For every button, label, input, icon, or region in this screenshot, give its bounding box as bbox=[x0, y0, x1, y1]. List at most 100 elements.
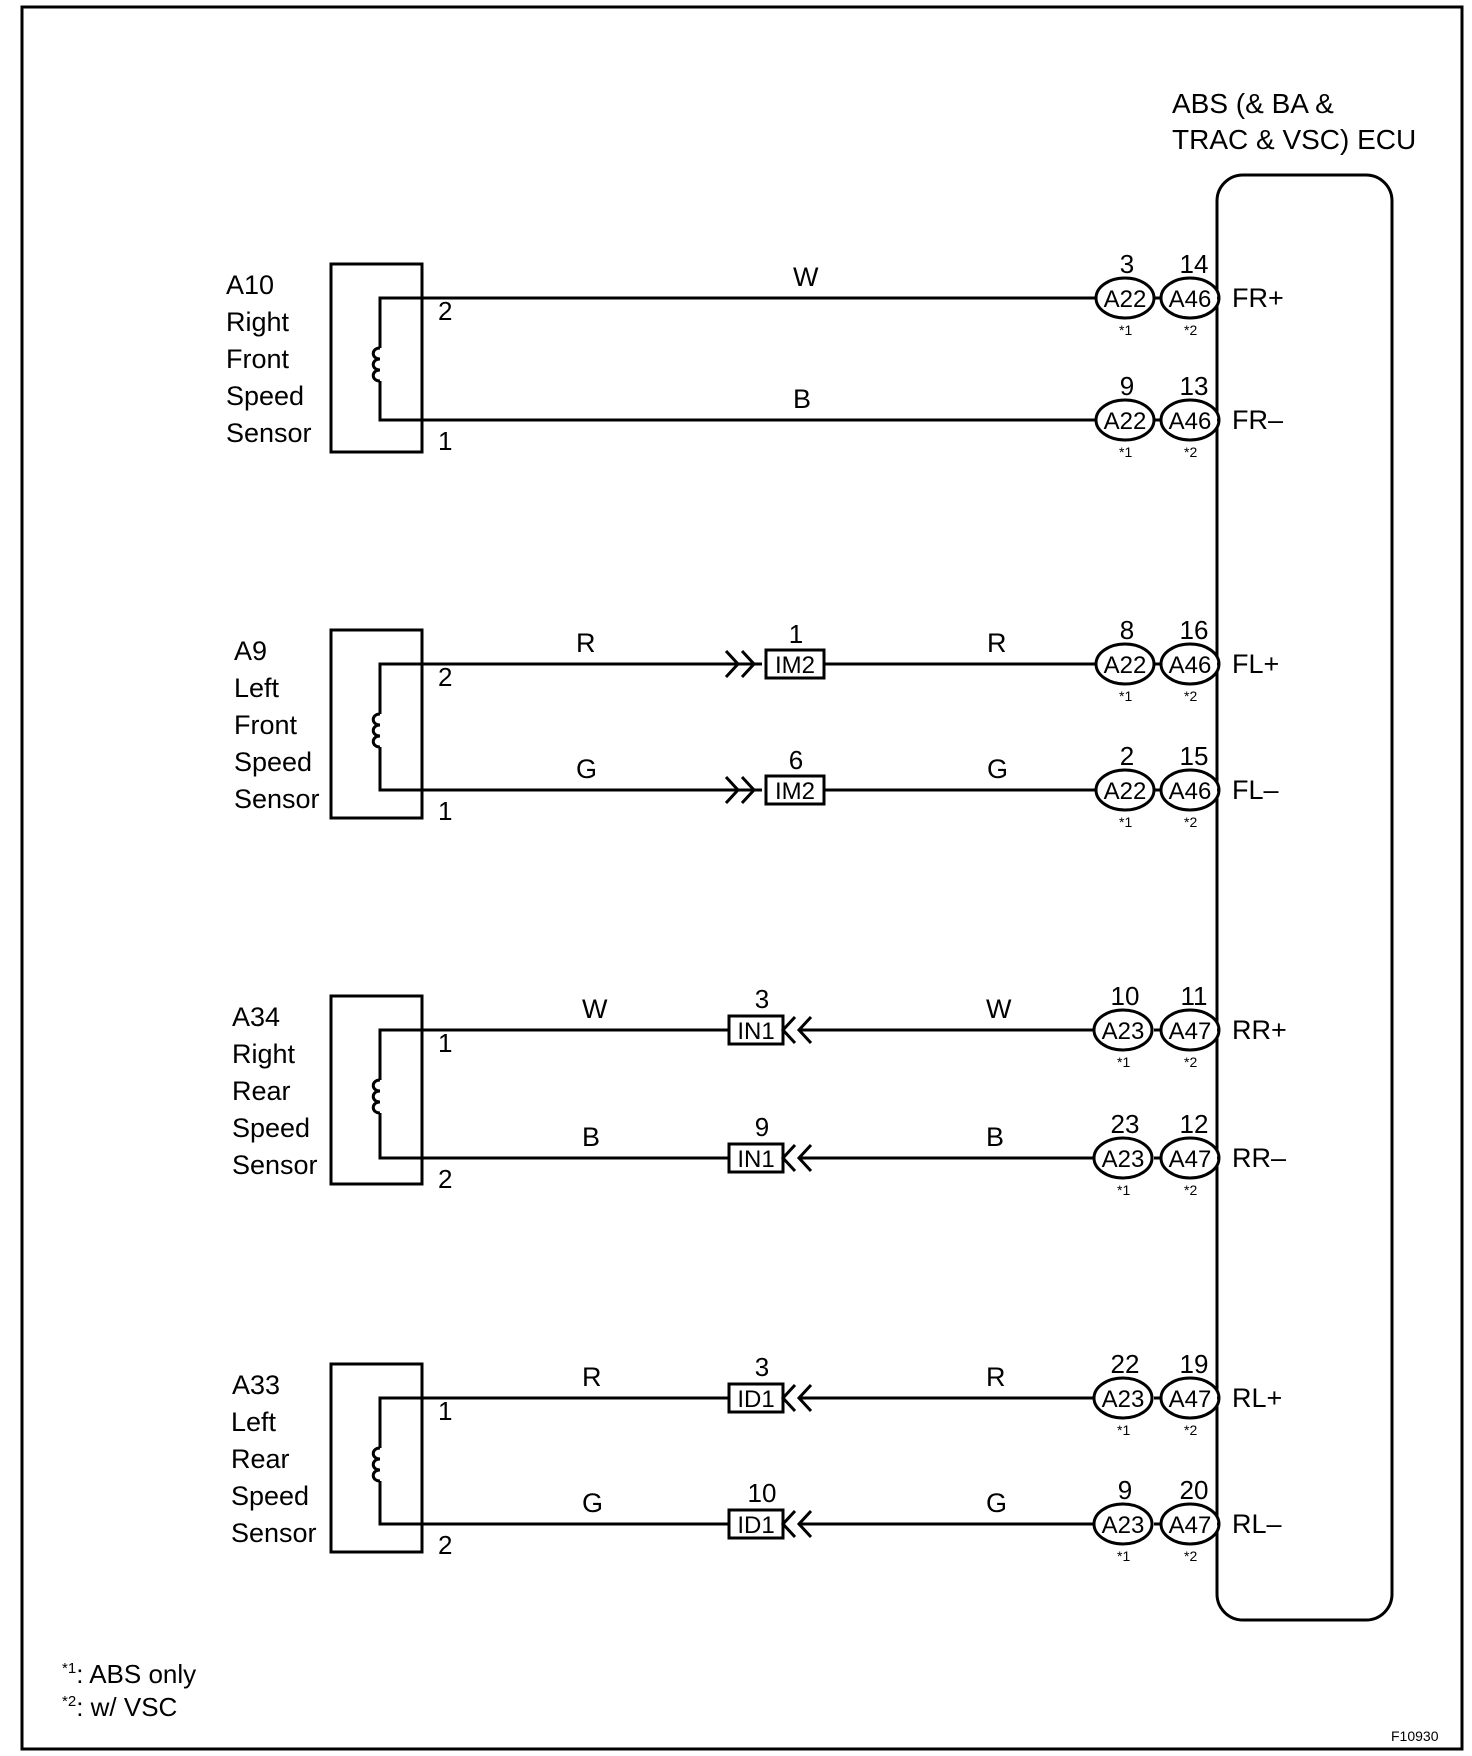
junction-label: IM2 bbox=[775, 778, 815, 805]
sensor-name-line: Sensor bbox=[226, 418, 312, 448]
wire-color: B bbox=[793, 384, 811, 414]
connector-c1-note: *1 bbox=[1119, 814, 1132, 830]
connector-c1-note: *1 bbox=[1119, 688, 1132, 704]
footnotes: *1: ABS only *2: w/ VSC bbox=[62, 1659, 196, 1722]
sensor-name-line: Left bbox=[231, 1407, 277, 1437]
connector-c2-label: A47 bbox=[1169, 1146, 1212, 1173]
sensor-name-line: Rear bbox=[232, 1076, 291, 1106]
sensor-coil-lead bbox=[378, 1482, 422, 1526]
connector-c1 bbox=[1092, 1376, 1154, 1420]
footnote-w-vsc: *2: w/ VSC bbox=[62, 1692, 177, 1722]
connector-c2-note: *2 bbox=[1184, 444, 1197, 460]
junction-label: ID1 bbox=[737, 1386, 774, 1413]
sensor-id: A9 bbox=[234, 636, 267, 666]
connector-c2-note: *2 bbox=[1184, 1054, 1197, 1070]
connector-c2-label: A46 bbox=[1169, 286, 1212, 313]
wire-color-right: B bbox=[986, 1122, 1004, 1152]
ecu-terminal: RR– bbox=[1232, 1143, 1286, 1173]
diagram-frame bbox=[20, 5, 1464, 1751]
wire-color-left: G bbox=[576, 754, 597, 784]
footnote1-text: : ABS only bbox=[76, 1659, 196, 1689]
connector-c1-note: *1 bbox=[1119, 444, 1132, 460]
connector-c1-pin: 3 bbox=[1120, 249, 1134, 279]
connector-c2-label: A47 bbox=[1169, 1386, 1212, 1413]
connector-c1 bbox=[1092, 1136, 1154, 1180]
sensor-coil-lead bbox=[378, 1028, 422, 1080]
wire-color-right: G bbox=[986, 1488, 1007, 1518]
connector-c2-pin: 11 bbox=[1181, 981, 1208, 1011]
connector-c2-pin: 12 bbox=[1180, 1109, 1209, 1139]
sensor-name-line: Rear bbox=[231, 1444, 290, 1474]
wire-color-left: R bbox=[576, 628, 596, 658]
junction-label: IN1 bbox=[737, 1018, 774, 1045]
sensor-coil bbox=[371, 1078, 382, 1115]
ecu-box bbox=[1215, 173, 1394, 1622]
sensor-top-pin: 2 bbox=[438, 662, 452, 692]
sensor-name-line: Left bbox=[234, 673, 280, 703]
connector-c2-label: A47 bbox=[1169, 1018, 1212, 1045]
connector-c1-label: A23 bbox=[1102, 1512, 1145, 1539]
connector-c2-pin: 19 bbox=[1180, 1349, 1209, 1379]
sensor-name-line: Sensor bbox=[234, 784, 320, 814]
sensor-top-pin: 1 bbox=[438, 1028, 452, 1058]
connector-c2-label: A46 bbox=[1169, 408, 1212, 435]
junction-label: IM2 bbox=[775, 652, 815, 679]
sensor-coil-lead bbox=[378, 1114, 422, 1160]
connector-c1-note: *1 bbox=[1117, 1422, 1130, 1438]
sensor-name-line: Speed bbox=[232, 1113, 310, 1143]
sensor-coil-lead bbox=[378, 382, 422, 422]
connector-c1-label: A22 bbox=[1104, 408, 1147, 435]
connector-c2-note: *2 bbox=[1184, 688, 1197, 704]
footnote-abs-only: *1: ABS only bbox=[62, 1659, 196, 1689]
sensors-layer: A10RightFrontSpeedSensor21A9LeftFrontSpe… bbox=[226, 262, 452, 1560]
connector-c1 bbox=[1092, 1502, 1154, 1546]
connector-c1-note: *1 bbox=[1117, 1548, 1130, 1564]
sensor-coil-lead bbox=[378, 296, 422, 348]
sensor-name-line: Speed bbox=[226, 381, 304, 411]
wire-color-right: G bbox=[987, 754, 1008, 784]
sensor-name-line: Right bbox=[226, 307, 290, 337]
connector-c2-note: *2 bbox=[1184, 1422, 1197, 1438]
sensor-id: A33 bbox=[232, 1370, 280, 1400]
connector-c1-pin: 8 bbox=[1120, 615, 1134, 645]
connector-c2-label: A46 bbox=[1169, 652, 1212, 679]
sensor-coil-lead bbox=[378, 748, 422, 792]
connector-c1-pin: 9 bbox=[1118, 1475, 1132, 1505]
junction-pin: 3 bbox=[755, 1352, 769, 1382]
connector-c1-pin: 23 bbox=[1111, 1109, 1140, 1139]
connector-c2-pin: 13 bbox=[1180, 371, 1209, 401]
connector-c1-pin: 2 bbox=[1120, 741, 1134, 771]
connector-c1-label: A23 bbox=[1102, 1386, 1145, 1413]
connector-c1-note: *1 bbox=[1117, 1054, 1130, 1070]
ecu-terminal: FR+ bbox=[1232, 283, 1284, 313]
ecu-terminal: RR+ bbox=[1232, 1015, 1287, 1045]
sensor-bottom-pin: 2 bbox=[438, 1530, 452, 1560]
connector-c2-pin: 16 bbox=[1180, 615, 1209, 645]
connector-c1-label: A22 bbox=[1104, 778, 1147, 805]
ecu-label-line2: TRAC & VSC) ECU bbox=[1172, 124, 1416, 155]
sensor-coil bbox=[371, 712, 382, 749]
wire-color-left: W bbox=[582, 994, 608, 1024]
junction-label: ID1 bbox=[737, 1512, 774, 1539]
junction-pin: 9 bbox=[755, 1112, 769, 1142]
sensor-name-line: Front bbox=[234, 710, 298, 740]
connector-c2-note: *2 bbox=[1184, 1182, 1197, 1198]
connector-c1-label: A22 bbox=[1104, 652, 1147, 679]
junction-pin: 1 bbox=[789, 619, 803, 649]
sensor-bottom-pin: 2 bbox=[438, 1164, 452, 1194]
sensor-coil bbox=[371, 346, 382, 383]
connector-c2-pin: 20 bbox=[1180, 1475, 1209, 1505]
sensor-bottom-pin: 1 bbox=[438, 426, 452, 456]
figure-id: F10930 bbox=[1391, 1728, 1439, 1744]
footnote2-text: : w/ VSC bbox=[76, 1692, 177, 1722]
sensor-name-line: Sensor bbox=[232, 1150, 318, 1180]
sensor-top-pin: 2 bbox=[438, 296, 452, 326]
connector-c2-pin: 14 bbox=[1180, 249, 1209, 279]
